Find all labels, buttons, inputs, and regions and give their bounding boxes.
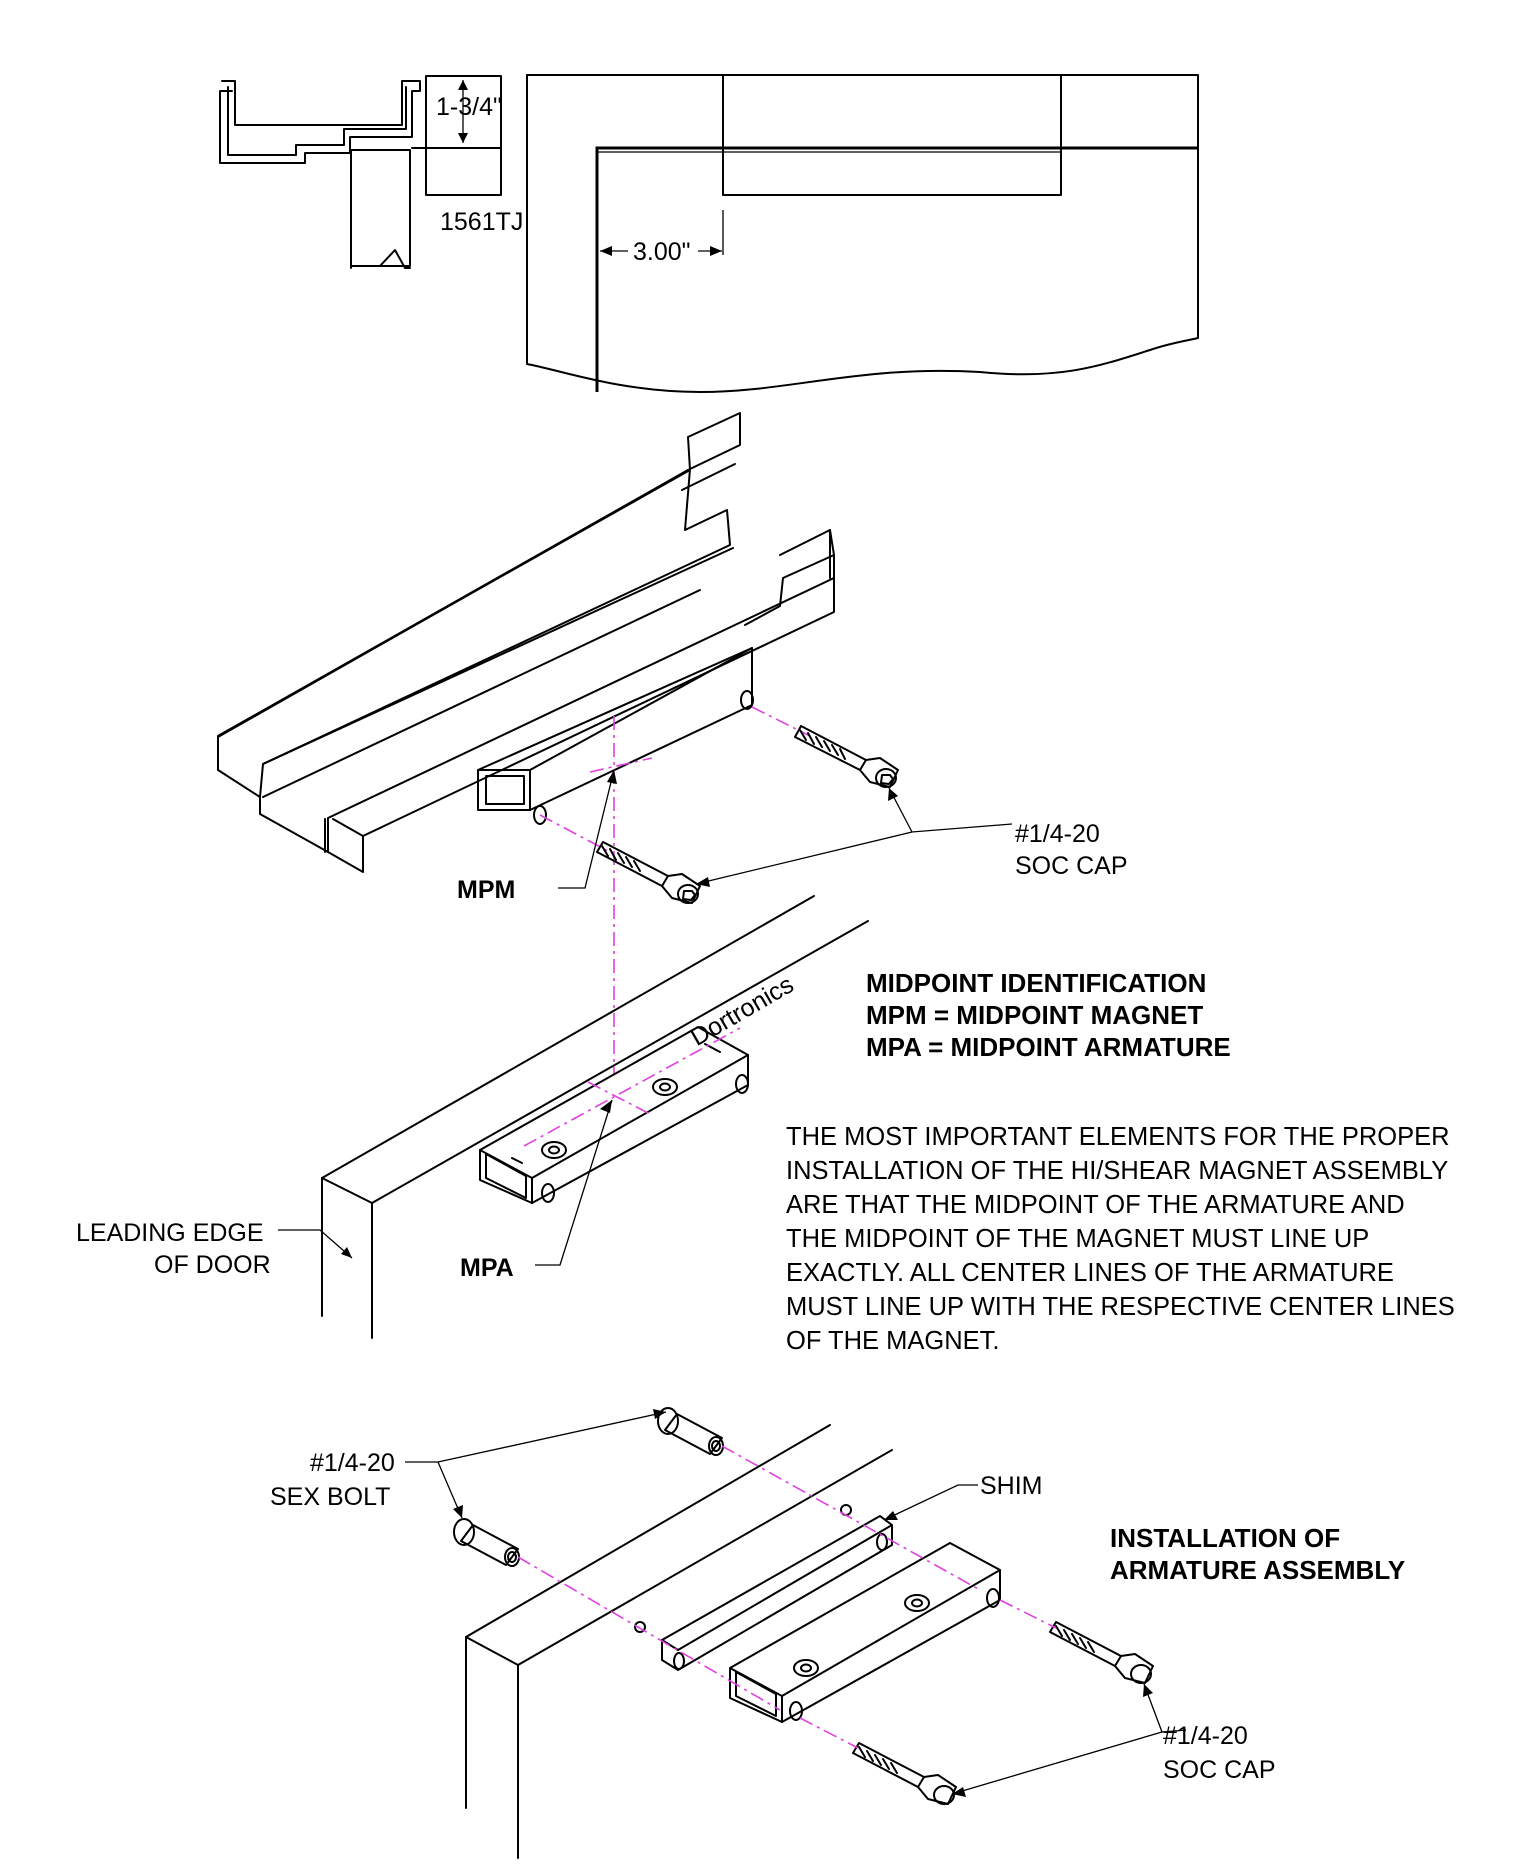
note-line: MUST LINE UP WITH THE RESPECTIVE CENTER …	[786, 1293, 1455, 1321]
frame-section-detail	[219, 75, 502, 269]
note-line: INSTALLATION OF THE HI/SHEAR MAGNET ASSE…	[786, 1157, 1448, 1185]
armature-install-iso	[465, 1424, 1001, 1859]
depth-dimension-label: 1-3/4"	[436, 93, 502, 121]
shim-label: SHIM	[980, 1472, 1043, 1500]
midpoint-id-title-line2: MPM = MIDPOINT MAGNET	[866, 1000, 1203, 1030]
soc-cap-leader-upper	[888, 787, 1013, 833]
mpa-leader	[535, 1099, 613, 1266]
sex-bolt-label-line1: #1/4-20	[310, 1449, 395, 1477]
note-line: ARE THAT THE MIDPOINT OF THE ARMATURE AN…	[786, 1191, 1405, 1219]
section-label-1561tj: 1561TJ	[440, 208, 523, 236]
leading-edge-label-line1: LEADING EDGE	[76, 1219, 264, 1247]
sex-bolt-lower	[453, 1518, 520, 1567]
armature-midpoint-mark	[587, 1081, 651, 1115]
install-screw-label-line2: SOC CAP	[1163, 1756, 1276, 1784]
frame-elevation	[526, 74, 1199, 393]
mpm-label: MPM	[457, 876, 515, 904]
svg-text:Dortronics: Dortronics	[686, 970, 799, 1051]
soc-cap-screw-lower	[596, 841, 701, 904]
soc-cap-screw-install-upper	[1049, 1621, 1154, 1684]
soc-cap-screw-upper	[794, 725, 899, 788]
offset-dimension-label: 3.00"	[633, 238, 691, 266]
note-line: OF THE MAGNET.	[786, 1327, 999, 1355]
sex-bolt-upper	[657, 1407, 724, 1456]
install-screw-centerline-upper	[999, 1599, 1057, 1629]
midpoint-id-title-line1: MIDPOINT IDENTIFICATION	[866, 968, 1206, 998]
armature-centerline	[523, 1027, 741, 1147]
midpoint-id-title-line3: MPA = MIDPOINT ARMATURE	[866, 1032, 1231, 1062]
magnet-screw-centerline-left	[539, 814, 611, 853]
install-title-line1: INSTALLATION OF	[1110, 1523, 1340, 1553]
installation-note: THE MOST IMPORTANT ELEMENTS FOR THE PROP…	[786, 1123, 1455, 1355]
note-line: EXACTLY. ALL CENTER LINES OF THE ARMATUR…	[786, 1259, 1394, 1287]
leading-edge-label-line2: OF DOOR	[154, 1251, 271, 1279]
note-line: THE MOST IMPORTANT ELEMENTS FOR THE PROP…	[786, 1123, 1450, 1151]
magnet-midpoint-mark	[589, 757, 653, 773]
magnet-screw-label-line1: #1/4-20	[1015, 820, 1100, 848]
sex-bolt-label-line2: SEX BOLT	[270, 1483, 390, 1511]
install-screw-centerline-lower	[799, 1717, 859, 1749]
mpm-leader	[558, 769, 615, 889]
magnet-frame-iso	[217, 412, 835, 873]
install-centerline-lower	[517, 1556, 781, 1711]
sex-bolt-leader-upper	[405, 1411, 667, 1463]
leading-edge-leader	[278, 1229, 353, 1259]
shim-leader	[883, 1484, 978, 1521]
mpa-label: MPA	[460, 1254, 514, 1282]
note-line: THE MIDPOINT OF THE MAGNET MUST LINE UP	[786, 1225, 1369, 1253]
magnet-screw-label-line2: SOC CAP	[1015, 852, 1128, 880]
install-screw-label-line1: #1/4-20	[1163, 1722, 1248, 1750]
soc-cap-screw-install-lower	[852, 1742, 957, 1805]
install-title-line2: ARMATURE ASSEMBLY	[1110, 1555, 1405, 1585]
install-centerline-upper	[721, 1445, 981, 1591]
